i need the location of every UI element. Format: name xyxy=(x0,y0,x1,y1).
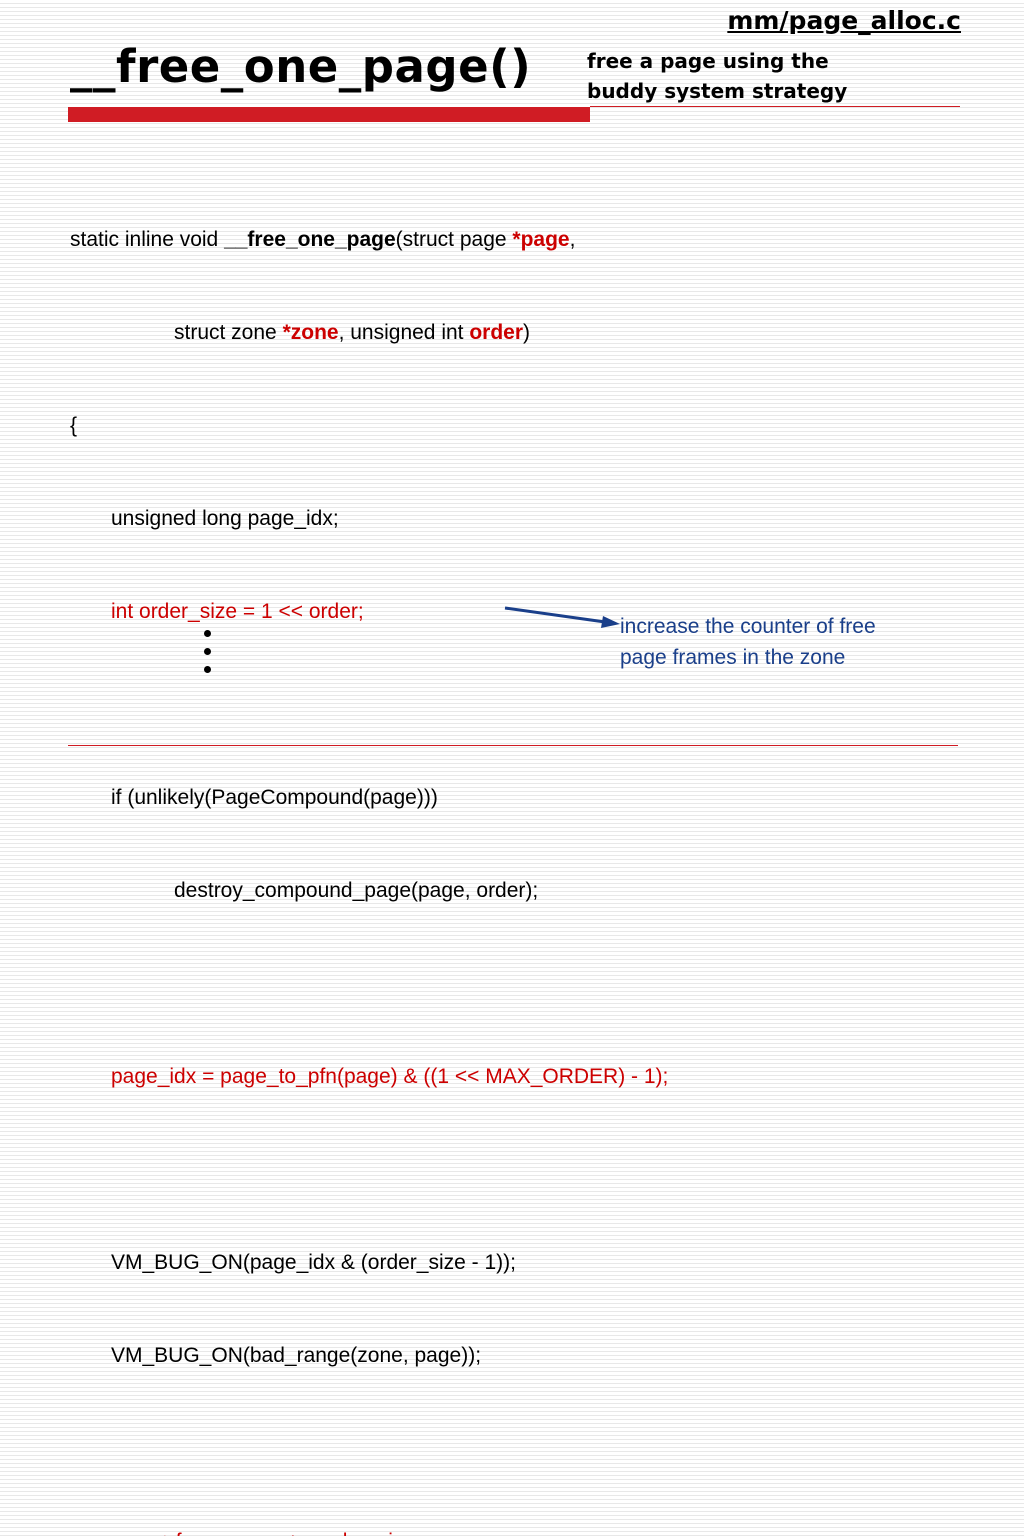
code-line-signature: static inline void __free_one_page(struc… xyxy=(70,224,668,255)
source-file-label: mm/page_alloc.c xyxy=(727,6,961,35)
sig2-param-order: order xyxy=(469,321,524,344)
annotation-line-2: page frames in the zone xyxy=(620,646,846,669)
code-listing: static inline void __free_one_page(struc… xyxy=(70,162,668,1536)
code-line-blank xyxy=(70,968,668,999)
sig-mid: (struct page xyxy=(395,228,513,251)
title-divider xyxy=(590,106,960,107)
sig2-prefix: struct zone xyxy=(174,321,283,344)
annotation-note: increase the counter of free page frames… xyxy=(620,611,950,673)
code-line-blank xyxy=(70,1433,668,1464)
code-line-blank xyxy=(70,689,668,720)
title-accent-bar xyxy=(68,107,590,122)
page-title: __free_one_page() xyxy=(70,40,532,93)
annotation-line-1: increase the counter of free xyxy=(620,615,876,638)
sig2-end: ) xyxy=(523,321,531,344)
sig-function-name: __free_one_page xyxy=(224,228,396,251)
sig-param-page: *page xyxy=(512,228,570,251)
code-line-blank xyxy=(70,1154,668,1185)
code-line-free-pages: zone->free_pages += order_size; xyxy=(70,1526,668,1536)
subtitle-line-2: buddy system strategy xyxy=(587,79,848,103)
ellipsis-dot xyxy=(203,648,211,655)
code-line-decl-idx: unsigned long page_idx; xyxy=(111,507,339,530)
code-line-open-brace: { xyxy=(70,414,78,437)
annotation-arrow-icon xyxy=(504,606,620,628)
code-line-decl-size: int order_size = 1 << order; xyxy=(111,600,364,623)
code-line-if: if (unlikely(PageCompound(page))) xyxy=(111,786,438,809)
sig2-mid: , unsigned int xyxy=(338,321,470,344)
sig2-param-zone: *zone xyxy=(282,321,339,344)
sig-comma: , xyxy=(569,228,576,251)
subtitle-line-1: free a page using the xyxy=(587,49,829,73)
ellipsis-dot xyxy=(203,666,211,673)
sig-prefix: static inline void xyxy=(70,228,225,251)
code-line-page-idx: page_idx = page_to_pfn(page) & ((1 << MA… xyxy=(111,1065,669,1088)
footer-divider xyxy=(68,745,958,746)
ellipsis-dot xyxy=(203,630,211,637)
vertical-ellipsis xyxy=(200,630,214,673)
code-line-destroy: destroy_compound_page(page, order); xyxy=(174,879,539,902)
code-line-signature-cont: struct zone *zone, unsigned int order) xyxy=(70,317,668,348)
code-line-bug-1: VM_BUG_ON(page_idx & (order_size - 1)); xyxy=(111,1251,516,1274)
code-line-bug-2: VM_BUG_ON(bad_range(zone, page)); xyxy=(111,1344,482,1367)
page-subtitle: free a page using the buddy system strat… xyxy=(587,46,917,106)
